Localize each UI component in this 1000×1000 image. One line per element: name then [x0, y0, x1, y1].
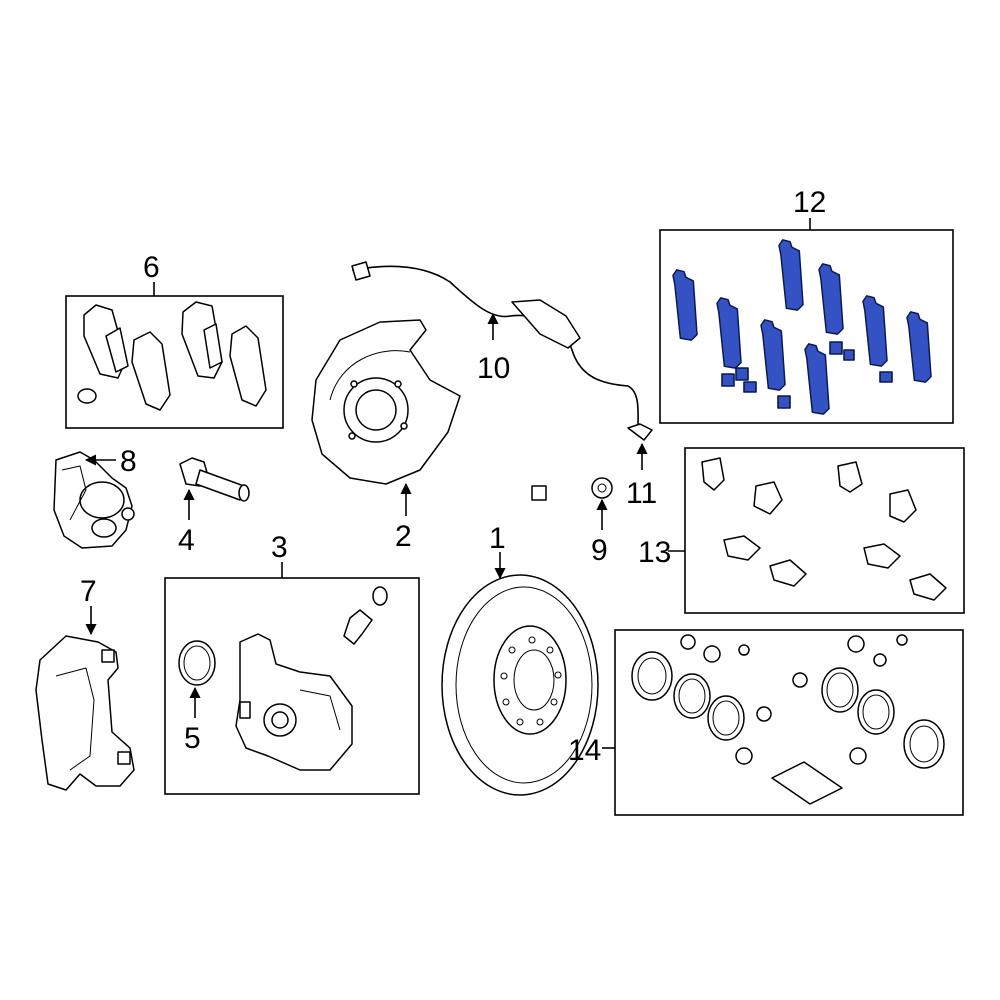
actuator-motor: [53, 451, 135, 549]
brake-hose: [477, 424, 613, 501]
callout-7: 7: [80, 575, 97, 608]
seal-kit: [631, 634, 945, 805]
callout-3: 3: [271, 531, 288, 564]
pad-highlight-4: [778, 238, 804, 312]
caliper-assembly: [235, 633, 353, 771]
caliper-bracket: [35, 635, 135, 791]
pad-highlight-5: [818, 262, 844, 336]
box-14: [614, 629, 964, 816]
piston-seal: [178, 640, 216, 686]
guide-pin-bolt: [179, 457, 250, 502]
callout-2: 2: [395, 520, 412, 553]
pad-highlight-7: [862, 294, 888, 368]
callout-6: 6: [143, 251, 160, 284]
callout-1: 1: [489, 522, 506, 555]
callout-9: 9: [591, 534, 608, 567]
brake-rotor: [441, 574, 599, 796]
pad-shim-icon: [77, 388, 97, 404]
callout-11: 11: [626, 477, 657, 510]
box-6: [65, 295, 284, 429]
callout-4: 4: [178, 524, 195, 557]
pad-highlight-8: [906, 310, 932, 384]
backing-plate: [311, 319, 461, 485]
bleeder-screw: [343, 586, 388, 645]
box-12: [659, 229, 954, 424]
callout-13: 13: [638, 536, 671, 569]
callout-14: 14: [568, 734, 601, 767]
callout-12: 12: [793, 186, 826, 219]
callout-5: 5: [184, 722, 201, 755]
box-3: [164, 577, 420, 795]
box-13: [684, 447, 965, 614]
callout-10: 10: [477, 352, 510, 385]
pad-highlight-2: [716, 296, 742, 370]
pad-clips: [701, 457, 947, 601]
pad-highlight-1: [672, 268, 698, 342]
pad-set-outline: [77, 301, 267, 411]
pad-highlight-3: [760, 318, 786, 392]
highlighted-pad-kit: [672, 238, 932, 416]
callout-8: 8: [120, 445, 137, 478]
abs-sensor-wire: [351, 261, 653, 441]
pad-highlight-6: [804, 342, 830, 416]
